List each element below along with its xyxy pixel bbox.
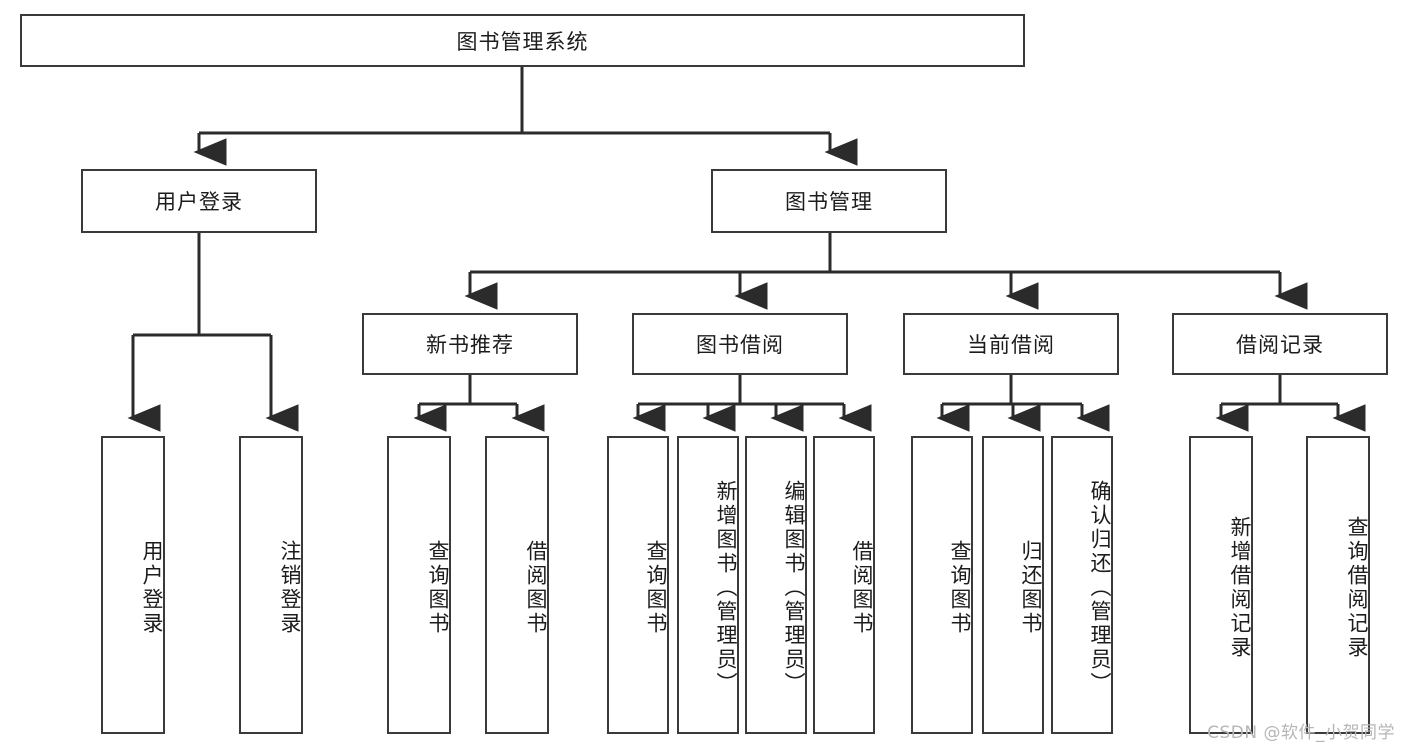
leaf-add-book-admin[interactable]: 新增图书（管理员）: [677, 436, 739, 734]
node-book-management-label: 图书管理: [785, 190, 873, 214]
leaf-add-borrow-record-label: 新增借阅记录: [1228, 516, 1252, 660]
leaf-query-book-current[interactable]: 查询图书: [911, 436, 973, 734]
leaf-user-logout-label: 注销登录: [278, 540, 302, 636]
leaf-return-book[interactable]: 归还图书: [982, 436, 1044, 734]
leaf-borrow-book[interactable]: 借阅图书: [813, 436, 875, 734]
leaf-edit-book-admin-label: 编辑图书（管理员）: [782, 480, 806, 696]
leaf-borrow-book-recommend-label: 借阅图书: [524, 540, 548, 636]
leaf-query-book-current-label: 查询图书: [948, 540, 972, 636]
node-user-login-label: 用户登录: [155, 190, 243, 214]
leaf-edit-book-admin[interactable]: 编辑图书（管理员）: [745, 436, 807, 734]
leaf-add-book-admin-label: 新增图书（管理员）: [714, 480, 738, 696]
leaf-borrow-book-recommend[interactable]: 借阅图书: [485, 436, 549, 734]
leaf-query-book-borrow-label: 查询图书: [644, 540, 668, 636]
node-current-borrow-label: 当前借阅: [967, 333, 1055, 357]
leaf-user-logout[interactable]: 注销登录: [239, 436, 303, 734]
leaf-query-book-recommend-label: 查询图书: [426, 540, 450, 636]
node-root-label: 图书管理系统: [456, 29, 589, 54]
node-book-management[interactable]: 图书管理: [711, 169, 947, 233]
node-user-login[interactable]: 用户登录: [81, 169, 317, 233]
leaf-user-login[interactable]: 用户登录: [101, 436, 165, 734]
leaf-query-borrow-record-label: 查询借阅记录: [1345, 516, 1369, 660]
leaf-query-borrow-record[interactable]: 查询借阅记录: [1306, 436, 1370, 734]
leaf-query-book-borrow[interactable]: 查询图书: [607, 436, 669, 734]
node-book-borrow[interactable]: 图书借阅: [632, 313, 848, 375]
leaf-borrow-book-label: 借阅图书: [850, 540, 874, 636]
leaf-user-login-label: 用户登录: [140, 540, 164, 636]
node-book-borrow-label: 图书借阅: [696, 333, 784, 357]
node-new-book-recommend[interactable]: 新书推荐: [362, 313, 578, 375]
node-current-borrow[interactable]: 当前借阅: [903, 313, 1119, 375]
leaf-confirm-return-admin[interactable]: 确认归还（管理员）: [1051, 436, 1113, 734]
node-borrow-record-label: 借阅记录: [1236, 333, 1324, 357]
node-root[interactable]: 图书管理系统: [20, 14, 1025, 67]
leaf-return-book-label: 归还图书: [1019, 540, 1043, 636]
leaf-add-borrow-record[interactable]: 新增借阅记录: [1189, 436, 1253, 734]
node-borrow-record[interactable]: 借阅记录: [1172, 313, 1388, 375]
leaf-confirm-return-admin-label: 确认归还（管理员）: [1088, 480, 1112, 696]
leaf-query-book-recommend[interactable]: 查询图书: [387, 436, 451, 734]
node-new-book-recommend-label: 新书推荐: [426, 333, 514, 357]
